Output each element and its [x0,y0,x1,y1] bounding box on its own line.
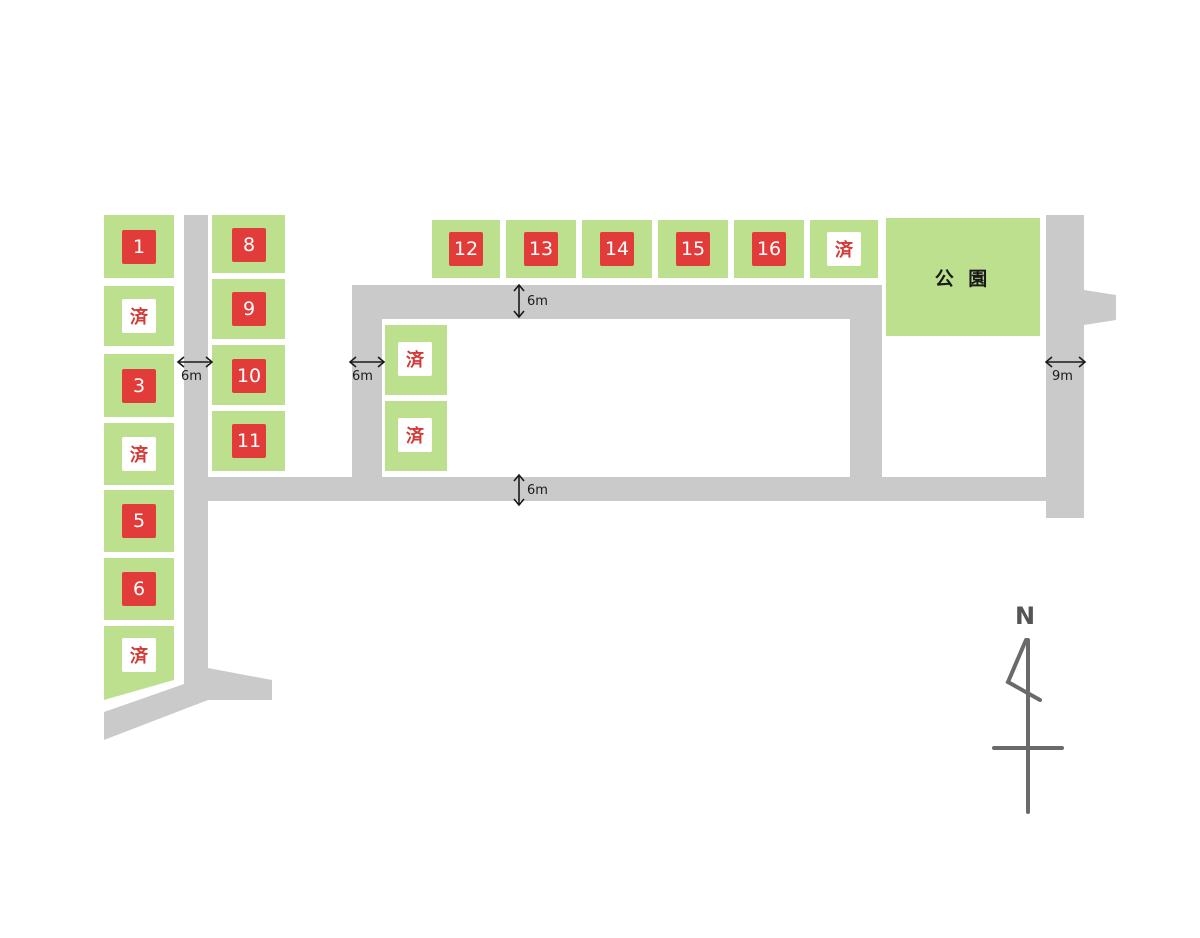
lot-16[interactable]: 16 [752,232,786,266]
south-road-width: 6m [527,483,548,498]
north-road-width: 6m [527,294,548,309]
east-road [1046,215,1116,518]
lot-4-sold[interactable]: 済 [122,437,156,471]
lot-1[interactable]: 1 [122,230,156,264]
lot-17-sold[interactable]: 済 [827,232,861,266]
inner-west-road-width: 6m [352,369,373,384]
roads [104,215,1116,740]
inner-west-road [352,285,382,500]
north-road [352,285,882,319]
lot-6[interactable]: 6 [122,572,156,606]
lots [104,215,1040,700]
park-label: 公 園 [934,267,992,290]
lot-8[interactable]: 8 [232,228,266,262]
lot-10[interactable]: 10 [232,359,266,393]
lot-c2-sold[interactable]: 済 [398,418,432,452]
south-road-arrow [513,473,525,507]
lot-15[interactable]: 15 [676,232,710,266]
lot-12[interactable]: 12 [449,232,483,266]
north-road-arrow [513,283,525,319]
lot-13[interactable]: 13 [524,232,558,266]
inner-west-road-arrow [348,356,386,368]
inner-east-road [850,285,882,500]
dimension-arrows [176,283,1087,507]
lot-2-sold[interactable]: 済 [122,299,156,333]
west-road-width: 6m [181,369,202,384]
lot-c1-sold[interactable]: 済 [398,342,432,376]
south-road [184,477,1084,501]
east-road-width: 9m [1052,369,1073,384]
compass-icon [992,638,1064,814]
lot-3[interactable]: 3 [122,369,156,403]
compass-north-label: N [1015,602,1036,630]
lot-7-sold[interactable]: 済 [122,638,156,672]
lot-9[interactable]: 9 [232,292,266,326]
lot-11[interactable]: 11 [232,424,266,458]
lot-5[interactable]: 5 [122,504,156,538]
lot-14[interactable]: 14 [600,232,634,266]
east-road-arrow [1044,356,1087,368]
park-parcel [886,218,1040,336]
west-road-arrow [176,356,214,368]
